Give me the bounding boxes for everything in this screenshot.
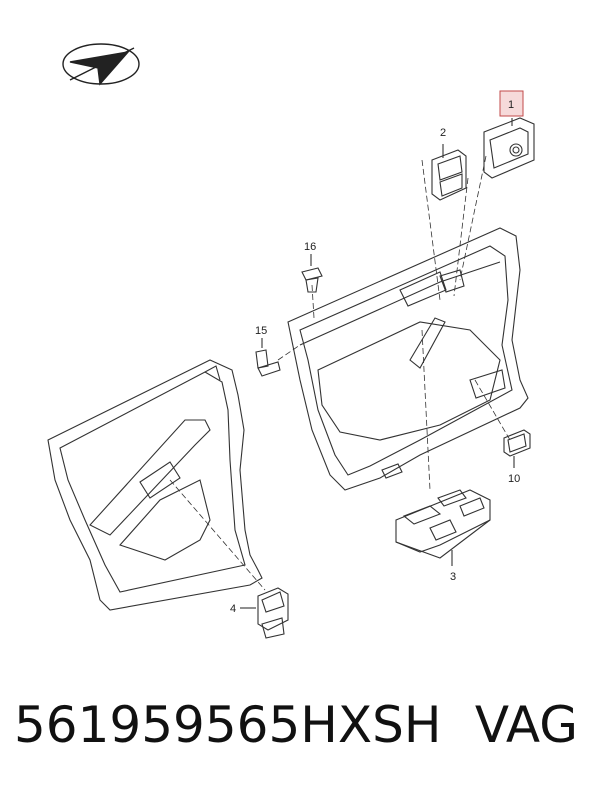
callout-1: 1 <box>508 99 514 111</box>
brand-label: VAG <box>474 696 578 754</box>
part-number: 561959565HXSH <box>14 696 442 754</box>
window-switch-block-part-3 <box>395 489 491 566</box>
callout-15: 15 <box>255 325 267 337</box>
window-switch-part-2 <box>431 144 467 201</box>
callout-10: 10 <box>508 473 520 485</box>
callout-16: 16 <box>304 241 316 253</box>
direction-arrow-icon <box>62 43 140 86</box>
switch-part-4 <box>240 587 289 639</box>
callout-4: 4 <box>230 603 236 615</box>
leader-lines <box>169 155 511 591</box>
mirror-switch-part-1 <box>483 90 535 179</box>
clip-part-16 <box>301 254 323 293</box>
callout-2: 2 <box>440 127 446 139</box>
callout-3: 3 <box>450 571 456 583</box>
door-trim-panel-inner <box>287 227 529 491</box>
fastener-part-15 <box>255 338 281 377</box>
door-trim-panel-outer <box>47 359 263 611</box>
switch-part-10 <box>503 429 531 468</box>
